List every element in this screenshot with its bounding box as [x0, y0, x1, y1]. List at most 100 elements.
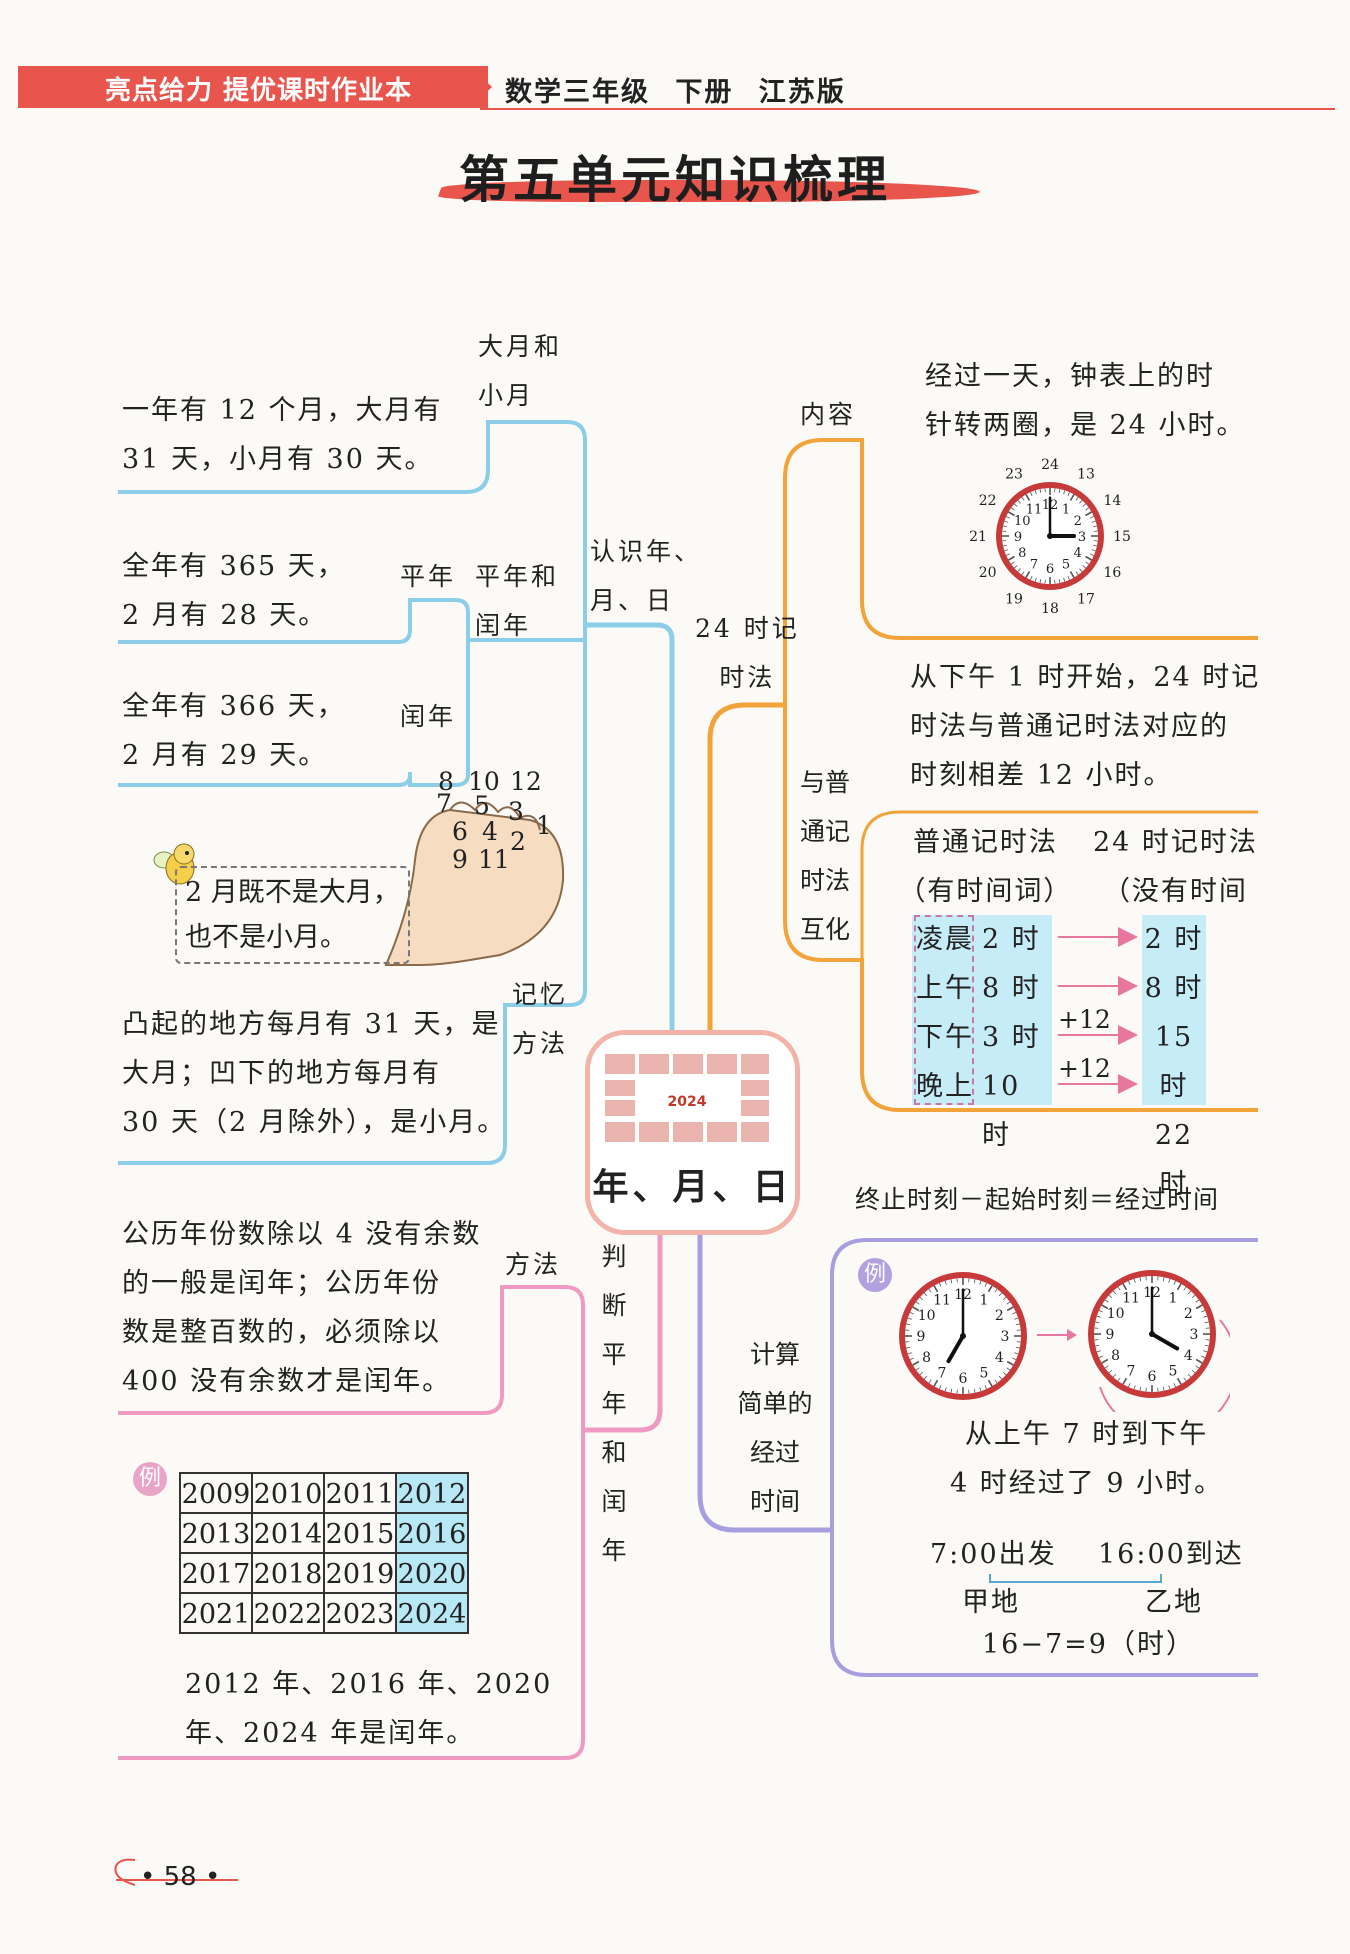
time-word: 下午 [916, 1022, 974, 1053]
clock-tick [933, 1285, 939, 1293]
normal-time: 8 时 [982, 973, 1041, 1004]
header-band [18, 66, 488, 108]
clock-tick [1133, 1385, 1136, 1390]
elapsed-calc: 16−7=9（时） [982, 1629, 1195, 1660]
fist-illustration [384, 801, 565, 966]
clock-tick [973, 1279, 976, 1284]
leap-year-text: 全年有 366 天，2 月有 29 天。 [122, 691, 346, 771]
clock-tick [1006, 1306, 1014, 1312]
clock-tick [1004, 520, 1009, 523]
clock-tick [1091, 549, 1096, 552]
page-title: 第五单元知识梳理 [459, 151, 891, 209]
branch-label-recognize: 认识年、月、日 [590, 537, 703, 615]
clock-outer-number: 14 [1103, 493, 1121, 509]
clock-tick [1104, 1299, 1109, 1303]
clock-tick [1067, 576, 1070, 581]
clock-tick [984, 1282, 987, 1287]
branch-label-elapsed: 计算简单的经过时间 [737, 1340, 813, 1516]
clock-tick [1195, 1358, 1203, 1364]
content-text: 经过一天，钟表上的时针转两圈，是 24 小时。 [925, 361, 1246, 441]
clock-tick [1002, 525, 1008, 528]
clock-tick [1002, 544, 1008, 547]
clock-tick [909, 1357, 914, 1360]
place-from: 甲地 [962, 1587, 1020, 1618]
clock-number: 9 [917, 1329, 926, 1345]
center-label: 年、月、日 [592, 1167, 793, 1208]
example-badge-elapsed: 例 [858, 1258, 892, 1292]
clock-tick [1098, 1310, 1103, 1313]
clock-tick [1191, 1369, 1196, 1374]
clock-outer-number: 17 [1077, 591, 1095, 607]
clock-tick [1173, 1280, 1176, 1285]
clock-tick [1201, 1310, 1206, 1313]
clock-tick [1090, 516, 1095, 519]
clock-number: 5 [1062, 558, 1070, 573]
clock-outer-number: 15 [1113, 529, 1131, 545]
clock-tick [1082, 503, 1086, 507]
h24-time: 2 时 [1144, 924, 1204, 955]
clock-number: 7 [1030, 558, 1038, 573]
clock-tick [1002, 1371, 1007, 1376]
clock-tick [1067, 491, 1070, 496]
clock-tick [928, 1288, 932, 1293]
clock-tick [1014, 1317, 1019, 1320]
clock-number: 11 [1026, 502, 1043, 517]
clock-number: 1 [1169, 1291, 1178, 1307]
clock-tick [1176, 1377, 1182, 1385]
clock-tick [1176, 1283, 1182, 1291]
clock-tick [1085, 561, 1090, 565]
clock-tick [1204, 1321, 1209, 1324]
clock-tick [1079, 500, 1083, 504]
clock-tick [1122, 1377, 1128, 1385]
brand-name: 亮点给力 提优课时作业本 [105, 76, 413, 106]
clock-number: 9 [1014, 530, 1022, 545]
clock-end-icon: 121234567891011 [1088, 1270, 1230, 1412]
clock-number: 2 [1184, 1306, 1193, 1322]
clock-tick [1010, 507, 1015, 511]
clock-tick [1069, 494, 1075, 501]
content-label: 内容 [800, 400, 857, 429]
clock-tick [1117, 1377, 1121, 1382]
clock-tick [1139, 1277, 1142, 1282]
clock-number: 2 [995, 1308, 1004, 1324]
clock-tick [939, 1282, 942, 1287]
clock-tick [1002, 1296, 1007, 1301]
clock-tick [1204, 1344, 1209, 1347]
clock-tick [1183, 1377, 1187, 1382]
clock-tick [950, 1388, 953, 1393]
arrow-right-icon [1037, 1329, 1077, 1341]
clock-tick [907, 1352, 912, 1355]
clock-tick [1195, 1365, 1200, 1369]
clock-tick [984, 1385, 987, 1390]
year-cell: 2014 [251, 1512, 325, 1554]
clock-number: 3 [1001, 1329, 1010, 1345]
clock-tick [998, 1375, 1003, 1380]
clock-tick [1112, 1290, 1117, 1295]
clock-tick [1183, 1286, 1187, 1291]
clock-tick [1021, 496, 1025, 501]
clock-start-icon: 121234567891011 [899, 1272, 1027, 1400]
clock-tick [923, 1375, 928, 1380]
clock-tick [998, 1292, 1003, 1297]
clock-tick [1104, 1365, 1109, 1369]
clock-tick [1139, 1386, 1142, 1391]
clock-tick [1168, 1278, 1171, 1283]
convert-table-right: 2 时 8 时 15 时 22 时 [1142, 915, 1206, 1200]
clock-tick [1162, 1386, 1165, 1391]
clock-tick [1187, 1373, 1192, 1378]
clock-tick [1014, 1352, 1019, 1355]
convert-arrows [1058, 927, 1138, 1094]
clock-tick [950, 1279, 953, 1284]
hour-hand [946, 1334, 965, 1364]
clock-tick [1090, 553, 1095, 556]
clock-tick [1079, 568, 1083, 572]
branch-label-big-small: 大月和小月 [478, 332, 563, 410]
clock-tick [1173, 1383, 1176, 1388]
h24-time: 8 时 [1144, 973, 1204, 1004]
year-cell: 2009 [179, 1472, 253, 1514]
